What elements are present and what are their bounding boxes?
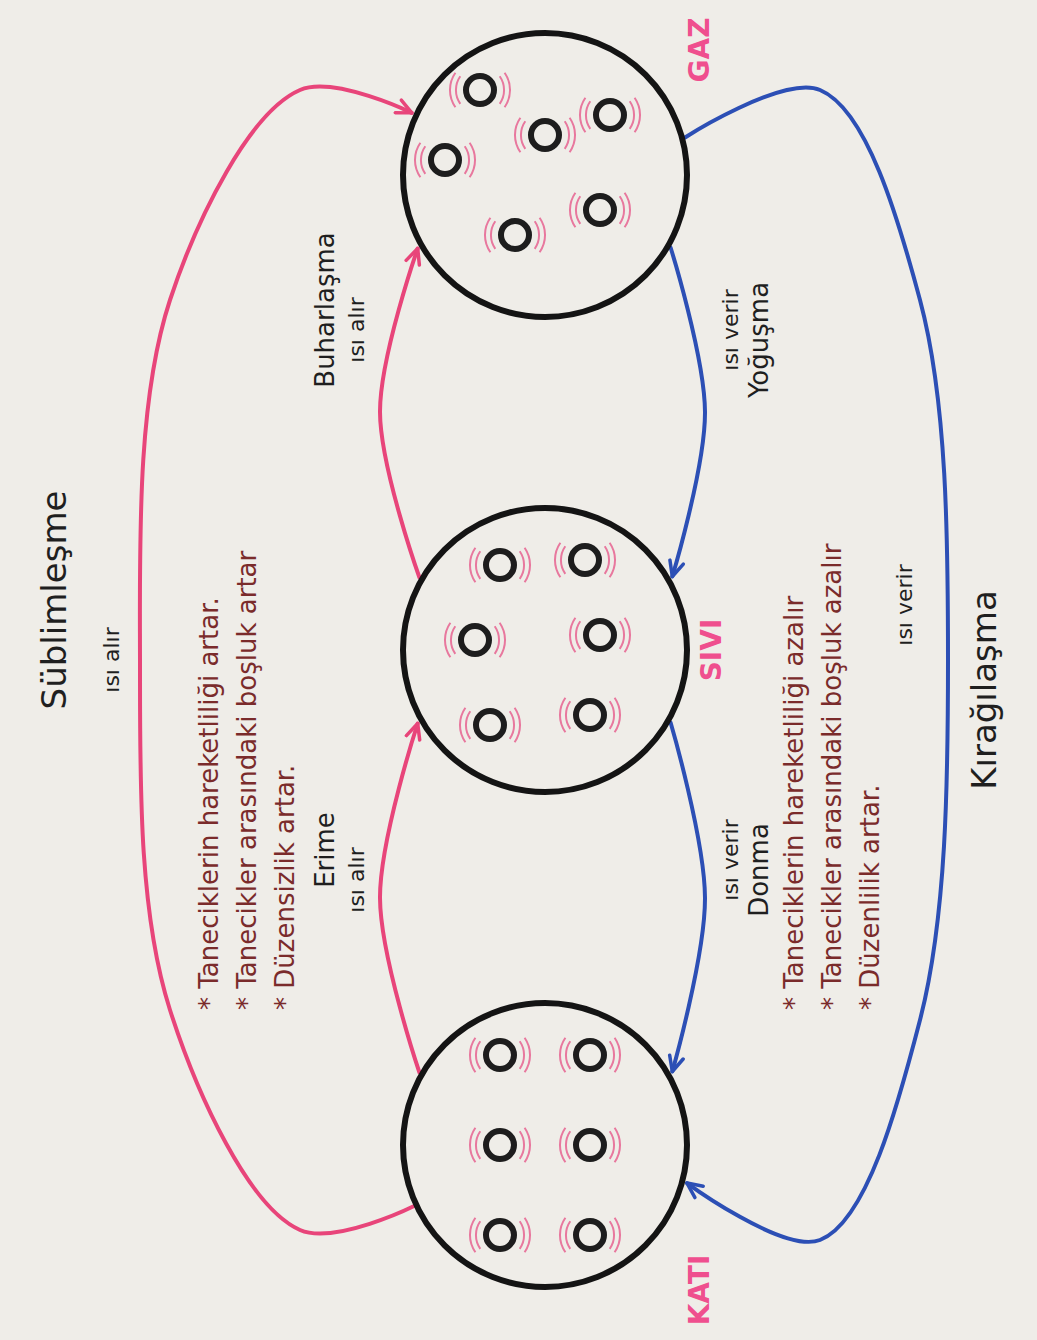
heat-label: ısı alır [344,297,369,362]
particle [450,73,510,107]
heat-label: ısı verir [892,564,917,645]
particle [570,193,630,227]
particle [560,1218,620,1252]
circle-outline [400,1000,690,1290]
state-label: GAZ [685,18,716,83]
process-label: Süblimleşme [35,491,74,710]
transition-arrow [380,724,419,1073]
state-circle: SIVI [400,505,690,795]
state-circle: KATI [400,1000,690,1290]
process-label: Erime [311,812,341,888]
particle [515,118,575,152]
transition-arrow [140,87,414,1234]
particle [560,698,620,732]
transition-arrow [380,249,419,578]
note-text: * Düzensizlik artar. [271,765,301,1010]
note-text: * Tanecikler arasındaki boşluk azalır [818,544,848,1010]
heat-label: ısı verir [718,819,743,900]
particle [485,218,545,252]
particle [570,618,630,652]
particle [560,1038,620,1072]
gas-particles [415,73,640,252]
particle [560,1128,620,1162]
particle [580,98,640,132]
liquid-particles [445,543,630,742]
note-text: * Taneciklerin hareketliliği artar. [195,597,225,1010]
process-label: Buharlaşma [311,232,341,387]
particle [555,543,615,577]
process-label: Donma [745,823,775,917]
circle-outline [400,30,690,320]
note-text: * Taneciklerin hareketliliği azalır [780,596,810,1010]
particle [470,1218,530,1252]
note-text: * Tanecikler arasındaki boşluk artar [233,551,263,1010]
transition-arrow [671,248,705,577]
note-text: * Düzenlilik artar. [856,785,886,1010]
circle-border [403,1003,687,1287]
solid-particles [470,1038,620,1252]
heat-label: ısı verir [718,289,743,370]
circle-border [403,33,687,317]
state-label: KATI [685,1255,716,1326]
circle-border [403,508,687,792]
heat-label: ısı alır [344,847,369,912]
state-circle: GAZ [400,30,690,320]
process-label: Yoğuşma [745,282,775,398]
circle-outline [400,505,690,795]
transition-arrow [671,723,705,1072]
particle [460,708,520,742]
particle [445,623,505,657]
particle [470,1128,530,1162]
particle [470,1038,530,1072]
process-label: Kırağılaşma [965,590,1004,790]
transition-arrow [685,88,948,1242]
particle [415,143,475,177]
particle [470,548,530,582]
state-label: SIVI [697,619,728,682]
heat-label: ısı alır [99,627,124,692]
